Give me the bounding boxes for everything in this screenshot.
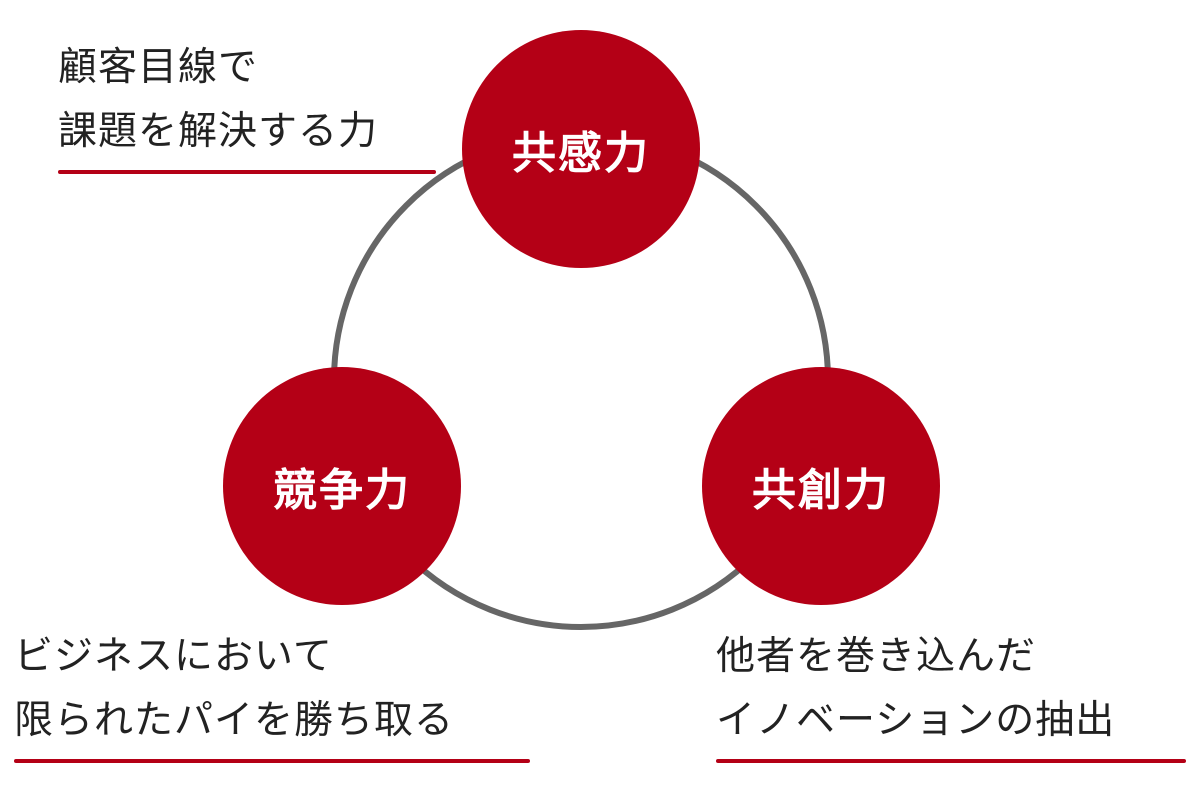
caption-co-creation: 他者を巻き込んだ イノベーションの抽出 [716, 625, 1186, 763]
caption-co-creation-line2: イノベーションの抽出 [716, 698, 1116, 743]
node-co-creation: 共創力 [702, 367, 940, 605]
caption-empathy: 顧客目線で 課題を解決する力 [58, 36, 436, 174]
caption-empathy-line2: 課題を解決する力 [58, 109, 379, 154]
node-competitiveness: 競争力 [223, 367, 461, 605]
caption-co-creation-line1: 他者を巻き込んだ [716, 634, 1037, 679]
caption-competitiveness: ビジネスにおいて 限られたパイを勝ち取る [14, 625, 530, 763]
caption-competitiveness-line1: ビジネスにおいて [14, 634, 333, 679]
caption-co-creation-underline [716, 759, 1186, 763]
caption-empathy-underline [58, 170, 436, 174]
node-competitiveness-label: 競争力 [273, 465, 411, 516]
caption-competitiveness-line2: 限られたパイを勝ち取る [14, 698, 455, 743]
node-empathy-label: 共感力 [512, 128, 650, 179]
caption-empathy-line1: 顧客目線で [58, 45, 259, 90]
node-empathy: 共感力 [462, 30, 700, 268]
caption-competitiveness-underline [14, 759, 530, 763]
node-co-creation-label: 共創力 [752, 465, 890, 516]
